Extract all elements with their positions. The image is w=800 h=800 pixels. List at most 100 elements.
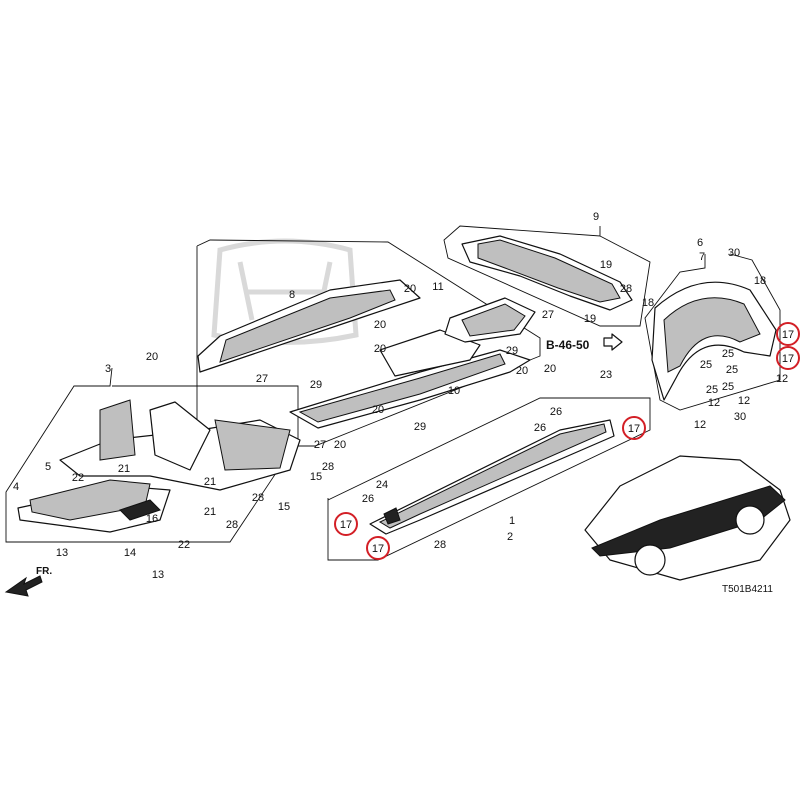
part-callout: 12 (708, 397, 720, 409)
floor-cover-right (289, 329, 531, 429)
frame-rear-fender-liner (644, 253, 781, 411)
callout-number: 13 (152, 569, 164, 581)
part-callout: 28 (252, 492, 264, 504)
callout-number: 13 (56, 547, 68, 559)
reference-label: B-46-50 (546, 338, 590, 352)
part-callout: 25 (726, 364, 738, 376)
callout-number: 11 (432, 281, 443, 293)
callout-number: 17 (372, 543, 384, 555)
part-callout: 10 (448, 385, 460, 397)
callout-number: 28 (322, 461, 334, 473)
side-sill-garnish (369, 419, 615, 535)
callout-number: 15 (278, 501, 290, 513)
callout-number: 12 (694, 419, 706, 431)
part-callout: 11 (432, 281, 443, 293)
callout-number: 21 (204, 476, 216, 488)
callout-number: 20 (374, 319, 386, 331)
part-callout: 22 (178, 539, 190, 551)
part-callout: 14 (124, 547, 136, 559)
callout-number: 28 (434, 539, 446, 551)
part-callout: 28 (322, 461, 334, 473)
part-callout: 25 (706, 384, 718, 396)
part-callout: 20 (372, 404, 384, 416)
callout-number: 9 (593, 211, 599, 223)
highlight-ring (776, 322, 800, 346)
part-callout: 1 (509, 515, 515, 527)
callout-number: 12 (708, 397, 720, 409)
part-callout: 18 (642, 297, 654, 309)
part-callout: 18 (754, 275, 766, 287)
frame-side-sill-garnish (327, 397, 651, 561)
part-callout: 28 (434, 539, 446, 551)
part-callout: 27 (542, 309, 554, 321)
part-callout: 21 (118, 463, 130, 475)
callout-number: 21 (204, 506, 216, 518)
callout-number: 15 (310, 471, 322, 483)
part-callout: 3 (105, 363, 111, 375)
reference-pointer: B-46-50 (546, 333, 623, 352)
front-direction-arrow: FR. (4, 566, 52, 597)
callout-number: 6 (697, 237, 703, 249)
rear-floor-cover (461, 235, 633, 311)
front-undercover-assembly (17, 399, 301, 533)
callout-number: 25 (722, 381, 734, 393)
part-callout: 29 (414, 421, 426, 433)
highlighted-callout: 17 (622, 416, 646, 440)
highlighted-callout: 17 (366, 536, 390, 560)
part-callout: 20 (516, 365, 528, 377)
callout-number: 28 (252, 492, 264, 504)
callout-number: 25 (706, 384, 718, 396)
callout-number: 25 (726, 364, 738, 376)
callout-number: 7 (699, 251, 705, 263)
callout-number: 14 (124, 547, 136, 559)
part-callout: 15 (278, 501, 290, 513)
callout-number: 20 (146, 351, 158, 363)
callout-number: 4 (13, 481, 19, 493)
part-callout: 30 (734, 411, 746, 423)
part-callout: 19 (600, 259, 612, 271)
highlight-ring (366, 536, 390, 560)
callout-number: 19 (600, 259, 612, 271)
callout-number: 8 (289, 289, 295, 301)
part-callout: 7 (699, 251, 705, 263)
part-callout: 20 (334, 439, 346, 451)
part-callout: 29 (310, 379, 322, 391)
part-callout: 2 (507, 531, 513, 543)
callout-number: 27 (542, 309, 554, 321)
callout-number: 3 (105, 363, 111, 375)
callout-number: 12 (776, 373, 788, 385)
callout-number: 18 (642, 297, 654, 309)
callout-number: 20 (334, 439, 346, 451)
callout-number: 25 (722, 348, 734, 360)
callout-number: 26 (534, 422, 546, 434)
part-callout: 13 (152, 569, 164, 581)
part-callout: 15 (310, 471, 322, 483)
part-callout: 24 (376, 479, 388, 491)
part-callout: 21 (204, 506, 216, 518)
highlighted-callout: 17 (334, 512, 358, 536)
part-callout: 20 (146, 351, 158, 363)
part-callout: 5 (45, 461, 51, 473)
part-callout: 26 (550, 406, 562, 418)
part-callout: 20 (374, 319, 386, 331)
callout-number: 10 (448, 385, 460, 397)
callout-number: 17 (628, 423, 640, 435)
callout-number: 17 (782, 353, 794, 365)
callout-number: 18 (754, 275, 766, 287)
rear-fender-liner (651, 281, 777, 401)
callout-number: 30 (734, 411, 746, 423)
part-callout: 28 (620, 283, 632, 295)
callout-number: 17 (340, 519, 352, 531)
part-callout: 19 (584, 313, 596, 325)
callout-number: 26 (362, 493, 374, 505)
part-callout: 29 (506, 345, 518, 357)
frame-rear-floor-cover (443, 225, 651, 327)
callout-number: 20 (516, 365, 528, 377)
callout-number: 12 (738, 395, 750, 407)
callout-number: 20 (372, 404, 384, 416)
part-callout: 21 (204, 476, 216, 488)
part-callout: 20 (374, 343, 386, 355)
callout-number: 19 (584, 313, 596, 325)
